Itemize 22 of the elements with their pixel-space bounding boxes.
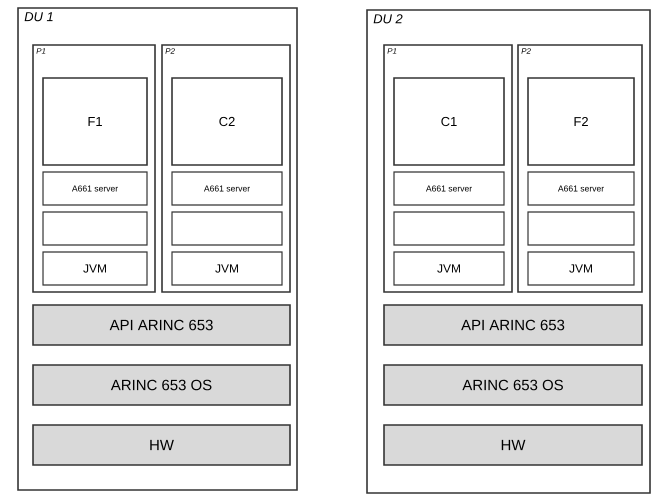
layer-box: ARINC 653 OS bbox=[383, 364, 643, 406]
layer-box: JVM bbox=[171, 251, 283, 286]
application-box: F1 bbox=[42, 77, 148, 166]
server-box: A661 server bbox=[42, 171, 148, 206]
layer-box: JVM bbox=[42, 251, 148, 286]
server-box: A661 server bbox=[393, 171, 505, 206]
application-box: C2 bbox=[171, 77, 283, 166]
layer-box: API ARINC 653 bbox=[383, 304, 643, 346]
application-box: F2 bbox=[527, 77, 635, 166]
layer-box bbox=[171, 211, 283, 246]
server-box: A661 server bbox=[527, 171, 635, 206]
server-box: A661 server bbox=[171, 171, 283, 206]
layer-box: JVM bbox=[527, 251, 635, 286]
layer-box bbox=[393, 211, 505, 246]
layer-box: HW bbox=[32, 424, 291, 466]
layer-box: JVM bbox=[393, 251, 505, 286]
layer-box: API ARINC 653 bbox=[32, 304, 291, 346]
layer-box bbox=[42, 211, 148, 246]
layer-box bbox=[527, 211, 635, 246]
layer-box: ARINC 653 OS bbox=[32, 364, 291, 406]
application-box: C1 bbox=[393, 77, 505, 166]
layer-box: HW bbox=[383, 424, 643, 466]
